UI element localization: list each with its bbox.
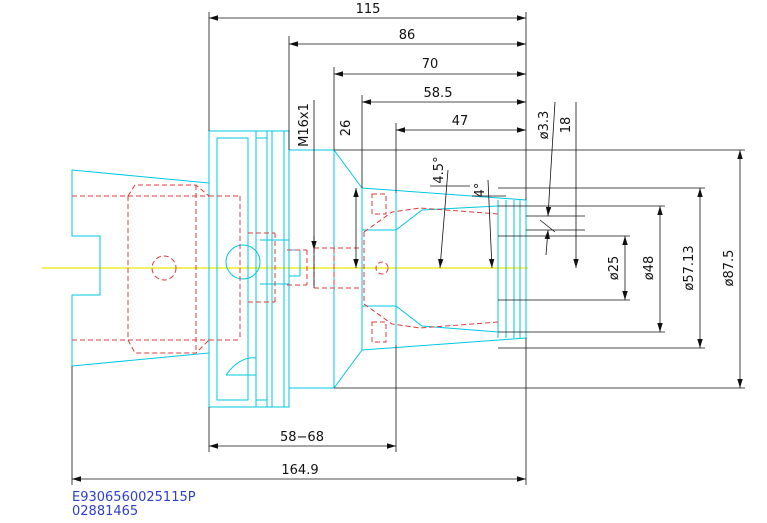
- angle-line-4-5: [438, 169, 449, 269]
- dim-115: 115: [356, 2, 381, 17]
- holder-outline: [71, 130, 527, 408]
- dim-thread: M16x1: [297, 103, 312, 147]
- dim-58-5: 58.5: [424, 86, 453, 101]
- part-serial: 02881465: [72, 504, 139, 519]
- extension-lines: [71, 12, 745, 485]
- dim-18: 18: [559, 117, 574, 134]
- dim-47: 47: [452, 114, 469, 129]
- dim-48: ø48: [642, 256, 657, 281]
- dim-70: 70: [422, 57, 439, 72]
- dim-26: 26: [339, 120, 354, 137]
- dim-3-3: ø3.3: [537, 111, 552, 140]
- dim-58-68: 58−68: [280, 430, 324, 445]
- dimension-lines: [72, 15, 743, 482]
- dim-angle-4-5: 4.5°: [432, 156, 447, 183]
- dim-87-5: ø87.5: [722, 250, 737, 287]
- dim-line-3-3: [545, 101, 556, 217]
- dim-86: 86: [399, 28, 416, 43]
- dim-angle-4: 4°: [473, 183, 488, 198]
- dim-164-9: 164.9: [281, 463, 318, 478]
- dim-25: ø25: [607, 256, 622, 281]
- hidden-lines: [72, 184, 499, 354]
- part-code: E9306560025115P: [72, 490, 196, 505]
- dim-57-13: ø57.13: [682, 245, 697, 290]
- angle-line-4: [487, 179, 495, 269]
